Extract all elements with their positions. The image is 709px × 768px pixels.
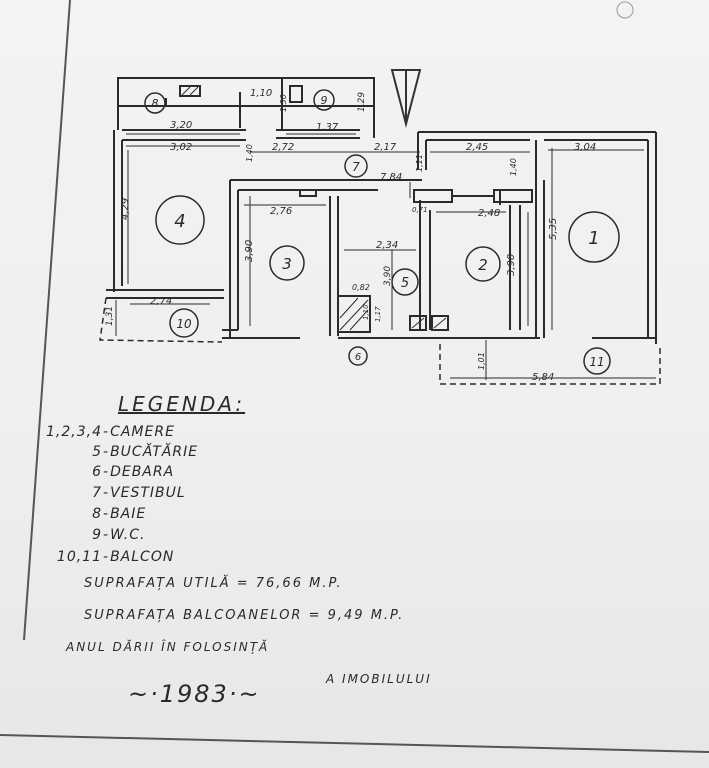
- room-circle-7: [344, 154, 368, 178]
- dimension-labels: 3,20 3,02 1,10 1,30 1,37 1,29 1,40 2,72 …: [105, 88, 596, 383]
- legend-text: W.C.: [110, 527, 146, 543]
- room-label-6: 6: [355, 352, 361, 363]
- room-label-9: 9: [321, 94, 328, 107]
- dim-3-90a: 3,90: [244, 240, 255, 262]
- dim-3-04: 3,04: [574, 142, 596, 153]
- commissioning-year-label-2: A IMOBILULUI: [326, 672, 432, 686]
- dim-1-31: 1,31: [105, 306, 115, 326]
- room-circle-4: [155, 195, 205, 245]
- dim-1-10a: 1,10: [250, 88, 272, 99]
- dim-0-71: 0,71: [412, 206, 428, 214]
- dim-5-84: 5,84: [532, 372, 554, 383]
- room-label-8: 8: [152, 97, 159, 110]
- legend-text: BAIE: [110, 506, 147, 522]
- dim-1-40a: 1,40: [245, 144, 254, 162]
- legend-row-balcony: 10,11-BALCON: [30, 549, 174, 565]
- dim-2-48: 2,48: [478, 208, 500, 219]
- dim-1-40b: 1,40: [509, 158, 518, 176]
- legend-row-rooms: 1,2,3,4-CAMERE: [30, 424, 175, 440]
- dim-2-76: 2,76: [270, 206, 292, 217]
- dim-7-84: 7,84: [380, 172, 402, 183]
- north-arrow-icon: [390, 69, 422, 128]
- dim-2-72: 2,72: [272, 142, 294, 153]
- dim-2-17: 2,17: [374, 142, 397, 153]
- legend-num: 10,11: [56, 549, 102, 565]
- dim-1-01: 1,01: [477, 352, 486, 370]
- dim-3-90c: 3,90: [506, 254, 517, 276]
- sheet-border-bottom: [0, 734, 709, 753]
- legend-row-bath: 8-BAIE: [30, 506, 146, 522]
- room-label-5: 5: [401, 276, 409, 291]
- sheet-border-left: [23, 0, 71, 641]
- room-label-3: 3: [282, 255, 292, 273]
- dim-1-11: 1,11: [415, 154, 424, 172]
- walls: [106, 77, 657, 344]
- legend-text: VESTIBUL: [110, 485, 186, 501]
- dim-1-29: 1,29: [357, 92, 367, 112]
- room-circle-3: [269, 245, 305, 281]
- room-circle-9: [313, 89, 335, 111]
- legend-row-pantry: 6-DEBARA: [30, 464, 174, 480]
- balcony-area: SUPRAFAȚA BALCOANELOR = 9,49 M.P.: [84, 608, 405, 623]
- room-label-11: 11: [589, 355, 604, 369]
- legend-text: DEBARA: [110, 464, 175, 480]
- room-label-2: 2: [478, 256, 488, 274]
- room-markers: 1 2 3 4 5 6 7 8 9 10 11: [144, 89, 620, 375]
- legend-row-kitchen: 5-BUCĂTĂRIE: [30, 444, 198, 460]
- commissioning-year-label: ANUL DĂRII ÎN FOLOSINȚĂ: [66, 640, 270, 654]
- room-circle-6: [348, 346, 368, 366]
- dim-2-45: 2,45: [466, 142, 488, 153]
- legend-num: 6: [92, 464, 102, 480]
- legend-text: CAMERE: [110, 424, 175, 440]
- dim-1-17: 1,17: [374, 306, 382, 322]
- dim-1-37: 1,37: [316, 122, 339, 133]
- dim-4-29: 4,29: [120, 198, 131, 220]
- room-circle-8: [144, 92, 166, 114]
- dim-3-90b: 3,90: [383, 266, 393, 286]
- dim-2-74: 2,74: [150, 296, 172, 307]
- dimension-lines: [115, 133, 656, 380]
- dim-3-20: 3,20: [170, 120, 192, 131]
- dim-1-10b: 1,10: [362, 304, 370, 320]
- room-label-7: 7: [352, 160, 360, 174]
- room-circle-11: [583, 347, 611, 375]
- useful-area: SUPRAFAȚA UTILĂ = 76,66 M.P.: [84, 576, 343, 591]
- room-circle-5: [391, 268, 419, 296]
- legend-text: BUCĂTĂRIE: [110, 444, 199, 460]
- dim-1-30: 1,30: [279, 94, 288, 112]
- hatching: [181, 86, 447, 331]
- room-label-4: 4: [174, 211, 185, 232]
- balconies: [99, 297, 661, 385]
- legend-num: 9: [92, 527, 102, 543]
- commissioning-year: ~·1983·~: [128, 680, 261, 708]
- legend-row-wc: 9-W.C.: [30, 527, 145, 543]
- room-circle-1: [568, 211, 620, 263]
- room-circle-10: [169, 308, 199, 338]
- punch-hole: [616, 1, 634, 19]
- dim-3-02: 3,02: [170, 142, 192, 153]
- room-circle-2: [465, 246, 501, 282]
- legend-num: 1,2,3,4: [46, 424, 102, 440]
- dim-5-35: 5,35: [548, 218, 559, 240]
- dim-0-82: 0,82: [352, 283, 370, 292]
- legend-title: LEGENDA:: [118, 392, 246, 416]
- dim-2-34: 2,34: [376, 240, 398, 251]
- legend-text: BALCON: [110, 549, 175, 565]
- legend-row-hall: 7-VESTIBUL: [30, 485, 186, 501]
- room-label-10: 10: [176, 317, 192, 331]
- legend-num: 7: [92, 485, 102, 501]
- legend-num: 8: [92, 506, 102, 522]
- room-label-1: 1: [588, 228, 599, 249]
- legend-num: 5: [92, 444, 102, 460]
